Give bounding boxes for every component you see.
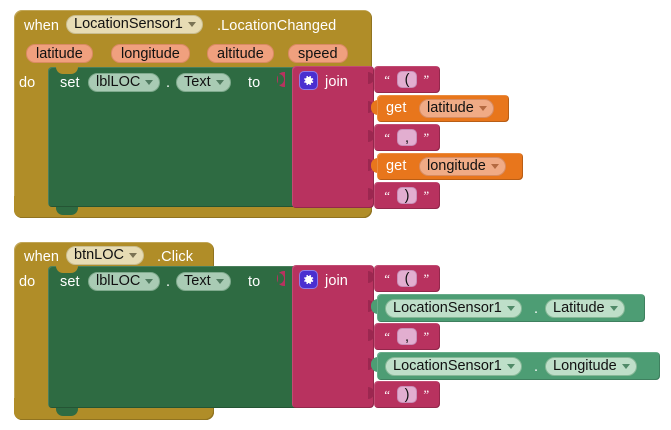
quote-open-1-4: “ (383, 188, 391, 203)
statement-top-notch-1 (56, 67, 78, 74)
plug-get-longitude (371, 158, 379, 173)
event-parameter-longitude[interactable]: longitude (111, 44, 190, 63)
gear-icon[interactable] (299, 270, 318, 289)
gear-icon[interactable] (299, 71, 318, 90)
text-value-field-1-0[interactable]: ( (397, 71, 417, 88)
get-keyword-latitude: get (386, 100, 407, 116)
text-value-field-2-4[interactable]: ) (397, 386, 417, 403)
set-property-label-1: Text (184, 74, 211, 90)
set-component-label-1: lblLOC (96, 74, 141, 90)
chevron-down-icon (215, 279, 224, 284)
statement-bottom-notch-1 (56, 207, 78, 215)
plug-getter-longitude (371, 357, 379, 372)
do-label-2: do (19, 274, 36, 290)
chevron-down-icon (621, 364, 630, 369)
set-property-label-2: Text (184, 273, 211, 289)
join-label-2: join (325, 273, 348, 289)
quote-close-1-0: ” (422, 72, 430, 87)
event-component-dropdown-1[interactable]: LocationSensor1 (66, 15, 203, 34)
getter-property-dropdown-longitude[interactable]: Longitude (545, 357, 637, 376)
set-component-dropdown-2[interactable]: lblLOC (88, 272, 161, 291)
chevron-down-icon (128, 253, 137, 258)
set-property-block-2[interactable] (48, 266, 306, 408)
quote-open-1-2: “ (383, 130, 391, 145)
join-label-1: join (325, 74, 348, 90)
set-keyword-1: set (60, 75, 80, 91)
quote-close-2-0: ” (422, 271, 430, 286)
chevron-down-icon (609, 306, 618, 311)
event-name-label-2: .Click (157, 249, 194, 265)
chevron-down-icon (145, 80, 154, 85)
chevron-down-icon (187, 22, 196, 27)
text-value-field-2-2[interactable]: , (397, 328, 417, 345)
quote-open-1-0: “ (383, 72, 391, 87)
event-component-label-1: LocationSensor1 (74, 16, 183, 32)
join-socket-2-2 (368, 329, 374, 341)
set-dot-separator-2: . (166, 274, 171, 290)
quote-close-2-4: ” (422, 387, 430, 402)
join-socket-1-4 (368, 188, 374, 200)
get-variable-dropdown-latitude[interactable]: latitude (419, 99, 494, 118)
getter-component-label-latitude: LocationSensor1 (393, 300, 502, 316)
event-name-label-1: .LocationChanged (217, 18, 337, 34)
plug-get-latitude (371, 100, 379, 115)
when-keyword-2: when (24, 249, 60, 265)
join-socket-1-2 (368, 130, 374, 142)
quote-open-2-0: “ (383, 271, 391, 286)
getter-dot-separator-longitude: . (534, 359, 539, 375)
set-property-dropdown-2[interactable]: Text (176, 272, 231, 291)
getter-component-dropdown-longitude[interactable]: LocationSensor1 (385, 357, 522, 376)
join-socket-1-0 (368, 72, 374, 84)
statement-top-notch-2 (56, 266, 78, 273)
quote-close-1-4: ” (422, 188, 430, 203)
quote-close-2-2: ” (422, 329, 430, 344)
to-keyword-1: to (248, 75, 261, 91)
text-value-field-1-2[interactable]: , (397, 129, 417, 146)
chevron-down-icon (478, 106, 487, 111)
getter-property-label-latitude: Latitude (553, 300, 605, 316)
chevron-down-icon (145, 279, 154, 284)
chevron-down-icon (215, 80, 224, 85)
event-component-dropdown-2[interactable]: btnLOC (66, 246, 144, 265)
value-socket-cut-2 (278, 273, 284, 284)
getter-component-label-longitude: LocationSensor1 (393, 358, 502, 374)
chevron-down-icon (490, 164, 499, 169)
plug-getter-latitude (371, 299, 379, 314)
event-parameter-latitude[interactable]: latitude (26, 44, 93, 63)
get-variable-label-longitude: longitude (427, 158, 486, 174)
event-parameter-altitude[interactable]: altitude (207, 44, 274, 63)
text-value-field-1-4[interactable]: ) (397, 187, 417, 204)
quote-open-2-4: “ (383, 387, 391, 402)
set-dot-separator-1: . (166, 75, 171, 91)
value-socket-cut-1 (278, 74, 284, 85)
set-keyword-2: set (60, 274, 80, 290)
to-keyword-2: to (248, 274, 261, 290)
event-parameter-speed[interactable]: speed (288, 44, 348, 63)
getter-component-dropdown-latitude[interactable]: LocationSensor1 (385, 299, 522, 318)
statement-bottom-notch-2 (56, 408, 78, 416)
get-variable-dropdown-longitude[interactable]: longitude (419, 157, 506, 176)
set-property-block-1[interactable] (48, 67, 306, 207)
getter-dot-separator-latitude: . (534, 301, 539, 317)
get-keyword-longitude: get (386, 158, 407, 174)
join-socket-2-4 (368, 387, 374, 399)
event-component-label-2: btnLOC (74, 247, 124, 263)
getter-property-label-longitude: Longitude (553, 358, 617, 374)
chevron-down-icon (506, 306, 515, 311)
do-label-1: do (19, 75, 36, 91)
get-variable-label-latitude: latitude (427, 100, 474, 116)
getter-property-dropdown-latitude[interactable]: Latitude (545, 299, 625, 318)
when-keyword-1: when (24, 18, 60, 34)
quote-open-2-2: “ (383, 329, 391, 344)
text-value-field-2-0[interactable]: ( (397, 270, 417, 287)
set-component-dropdown-1[interactable]: lblLOC (88, 73, 161, 92)
set-property-dropdown-1[interactable]: Text (176, 73, 231, 92)
set-component-label-2: lblLOC (96, 273, 141, 289)
quote-close-1-2: ” (422, 130, 430, 145)
join-socket-2-0 (368, 271, 374, 283)
chevron-down-icon (506, 364, 515, 369)
